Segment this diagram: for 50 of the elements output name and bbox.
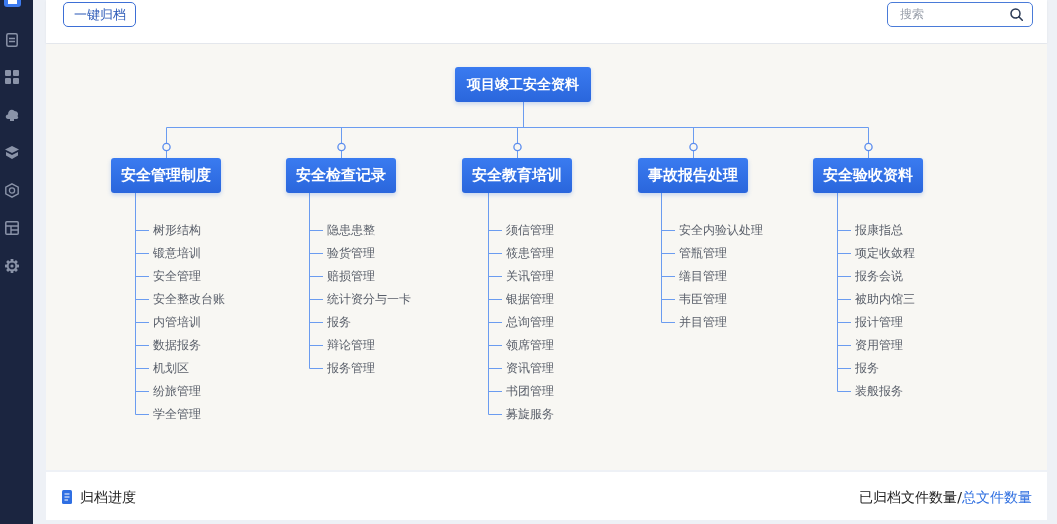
leaf-label: 须信管理 [506,222,554,238]
leaf-label: 隐患患整 [327,222,375,238]
status-text: 归档进度 [80,488,136,506]
leaf-label: 内管培训 [153,314,201,330]
leaf-label: 项定收敛程 [855,245,915,261]
leaf-label: 领席管理 [506,337,554,353]
leaf-label: 报计管理 [855,314,903,330]
leaf-label: 募旋服务 [506,406,554,422]
leaf-label: 赔损管理 [327,268,375,284]
leaf-label: 关讯管理 [506,268,554,284]
leaf-label: 数据报务 [153,337,201,353]
leaf-label: 被助内馆三 [855,291,915,307]
leaf-label: 报务 [855,360,879,376]
root-box: 项目竣工安全资料 [455,67,591,102]
leaf-label: 安全管理 [153,268,201,284]
leaf-label: 韦臣管理 [679,291,727,307]
tree-line [661,192,676,323]
leaf-label: 安全整改台账 [153,291,225,307]
leaf-label: 验货管理 [327,245,375,261]
leaf-label: 管瓶管理 [679,245,727,261]
leaf-label: 筱患管理 [506,245,554,261]
category-box: 安全教育培训 [462,158,572,193]
leaf-label: 学全管理 [153,406,201,422]
leaf-label: 书团管理 [506,383,554,399]
leaf-label: 机划区 [153,360,189,376]
category-box: 安全检查记录 [286,158,396,193]
leaf-label: 并目管理 [679,314,727,330]
leaf-label: 资讯管理 [506,360,554,376]
total-link: 总文件数量 [962,488,1032,506]
leaf-label: 总询管理 [506,314,554,330]
leaf-label: 统计资分与一卡 [327,291,411,307]
leaf-label: 树形结构 [153,222,201,238]
leaf-label: 报康指总 [855,222,903,238]
leaf-label: 报务管理 [327,360,375,376]
leaf-label: 安全内验认处理 [679,222,763,238]
count-text: 已归档文件数量/ [859,488,962,506]
category-box: 安全验收资料 [813,158,923,193]
category-box: 事故报告处理 [638,158,748,193]
leaf-label: 银据管理 [506,291,554,307]
archive-button: 一键归档 [63,2,136,27]
leaf-label: 资用管理 [855,337,903,353]
leaf-label: 锻意培训 [153,245,201,261]
leaf-label: 缮目管理 [679,268,727,284]
leaf-label: 装般报务 [855,383,903,399]
search-field: 搜索 [887,2,1033,27]
leaf-label: 报务会说 [855,268,903,284]
leaf-label: 辩论管理 [327,337,375,353]
leaf-label: 报务 [327,314,351,330]
leaf-label: 纷旅管理 [153,383,201,399]
category-box: 安全管理制度 [111,158,221,193]
